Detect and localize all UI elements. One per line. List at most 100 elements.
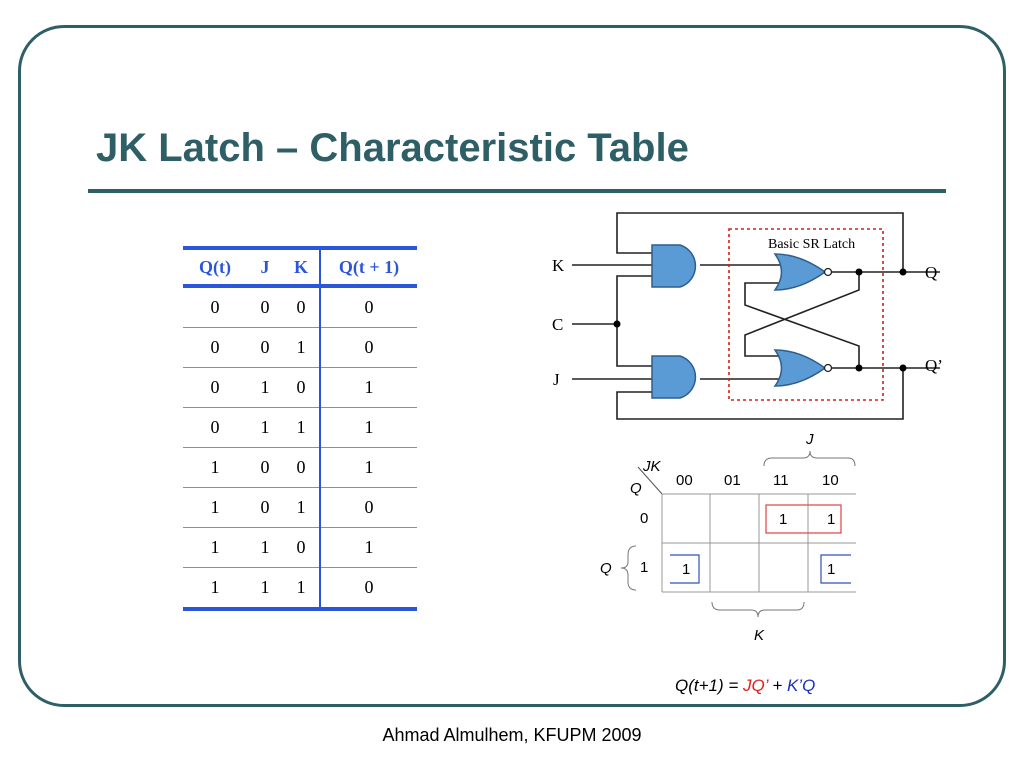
table-cell: 1 [319, 447, 417, 488]
title-rule [88, 189, 946, 193]
table-cell: 1 [183, 447, 247, 488]
header-qt: Q(t) [199, 256, 231, 277]
table-cell: 0 [247, 286, 283, 328]
table-cell: 1 [247, 407, 283, 448]
table-cell: 1 [319, 367, 417, 408]
table-cell: 0 [183, 407, 247, 448]
nor-gate-top [773, 253, 827, 291]
kmap-row-var-label: Q [630, 480, 642, 497]
feedback-top-wire [616, 212, 904, 272]
kmap-brace-left-label: Q [600, 560, 612, 577]
kmap-col-10: 10 [822, 472, 839, 489]
table-cell: 1 [260, 577, 270, 597]
kmap-group-jqbar [765, 504, 842, 534]
table-cell: 1 [183, 487, 247, 528]
table-cell: 0 [283, 527, 320, 568]
input-k-label: K [552, 256, 565, 275]
junction-qbar-cross [855, 364, 863, 372]
equation-lhs: Q(t+1) = [675, 676, 743, 695]
table-cell: 1 [210, 577, 220, 597]
table-cell: 0 [283, 367, 320, 408]
nor-gate-bottom [773, 349, 827, 387]
table-top-rule [183, 246, 417, 250]
table-cell: 0 [247, 447, 283, 488]
cross-wire-2 [744, 282, 860, 368]
slide-title: JK Latch – Characteristic Table [96, 126, 689, 170]
kmap-var-label: JK [642, 458, 662, 475]
kmap-col-00: 00 [676, 472, 693, 489]
table-cell: 1 [283, 327, 320, 368]
header-j: J [260, 256, 270, 277]
table-cell: 0 [283, 447, 320, 488]
table-cell: 1 [283, 407, 320, 448]
kmap-group-kbarq-left [670, 554, 700, 584]
kmap-brace-bottom [711, 601, 805, 618]
kmap-row-1: 1 [640, 559, 648, 576]
slide-footer: Ahmad Almulhem, KFUPM 2009 [382, 725, 642, 745]
kmap-corner-diagonal [637, 466, 663, 495]
input-c-label: C [552, 315, 563, 334]
header-k: K [293, 256, 308, 277]
characteristic-equation: Q(t+1) = JQ’ + K’Q [675, 676, 815, 695]
input-j-label: J [553, 370, 560, 389]
feedback-bottom-wire [616, 368, 904, 420]
table-cell: 1 [247, 367, 283, 408]
sr-latch-box [728, 228, 884, 401]
kmap-cell-0-2: 1 [779, 511, 787, 528]
kmap-cell-1-0: 1 [682, 561, 690, 578]
junction-q [899, 268, 907, 276]
header-qt1: Q(t + 1) [319, 250, 417, 286]
equation-plus: + [768, 676, 787, 695]
table-cell: 0 [183, 367, 247, 408]
sr-latch-label: Basic SR Latch [768, 237, 855, 252]
kmap-brace-top-label: J [805, 431, 814, 448]
table-cell: 0 [283, 286, 320, 328]
table-cell: 0 [183, 327, 247, 368]
and-gate-bottom [651, 355, 697, 399]
table-header-row: Q(t) J K Q(t + 1) [183, 250, 417, 286]
table-cell: 0 [319, 567, 417, 607]
table-cell: 1 [283, 487, 320, 528]
kmap-cell-0-3: 1 [827, 511, 835, 528]
table-cell: 1 [183, 527, 247, 568]
table-cell: 1 [247, 527, 283, 568]
table-cell: 0 [247, 487, 283, 528]
table-cell: 1 [319, 407, 417, 448]
table-cell: 1 [296, 577, 306, 597]
junction-qbar [899, 364, 907, 372]
kmap-col-01: 01 [724, 472, 741, 489]
table-cell: 0 [247, 327, 283, 368]
table-cell: 0 [319, 327, 417, 368]
kmap-group-kbarq-right [820, 554, 851, 584]
nor-top-bubble [823, 267, 833, 277]
kmap-col-11: 11 [773, 472, 789, 489]
cross-wire-1 [744, 272, 860, 357]
table-cell: 0 [319, 286, 417, 328]
equation-term-jqbar: JQ’ [742, 676, 769, 695]
equation-term-kbarq: K’Q [787, 676, 815, 695]
kmap-brace-bottom-label: K [754, 627, 765, 644]
junction-c [613, 320, 621, 328]
table-cell: 1 [319, 527, 417, 568]
kmap-cell-1-3: 1 [827, 561, 835, 578]
kmap-brace-left [620, 545, 637, 591]
nor-bottom-bubble [823, 363, 833, 373]
and-gate-top [651, 244, 697, 288]
table-cell: 0 [183, 286, 247, 328]
table-bottom-rule [183, 607, 417, 611]
junction-q-cross [855, 268, 863, 276]
slide-frame [18, 25, 1006, 707]
kmap-row-0: 0 [640, 510, 648, 527]
output-q-label: Q [925, 263, 937, 282]
